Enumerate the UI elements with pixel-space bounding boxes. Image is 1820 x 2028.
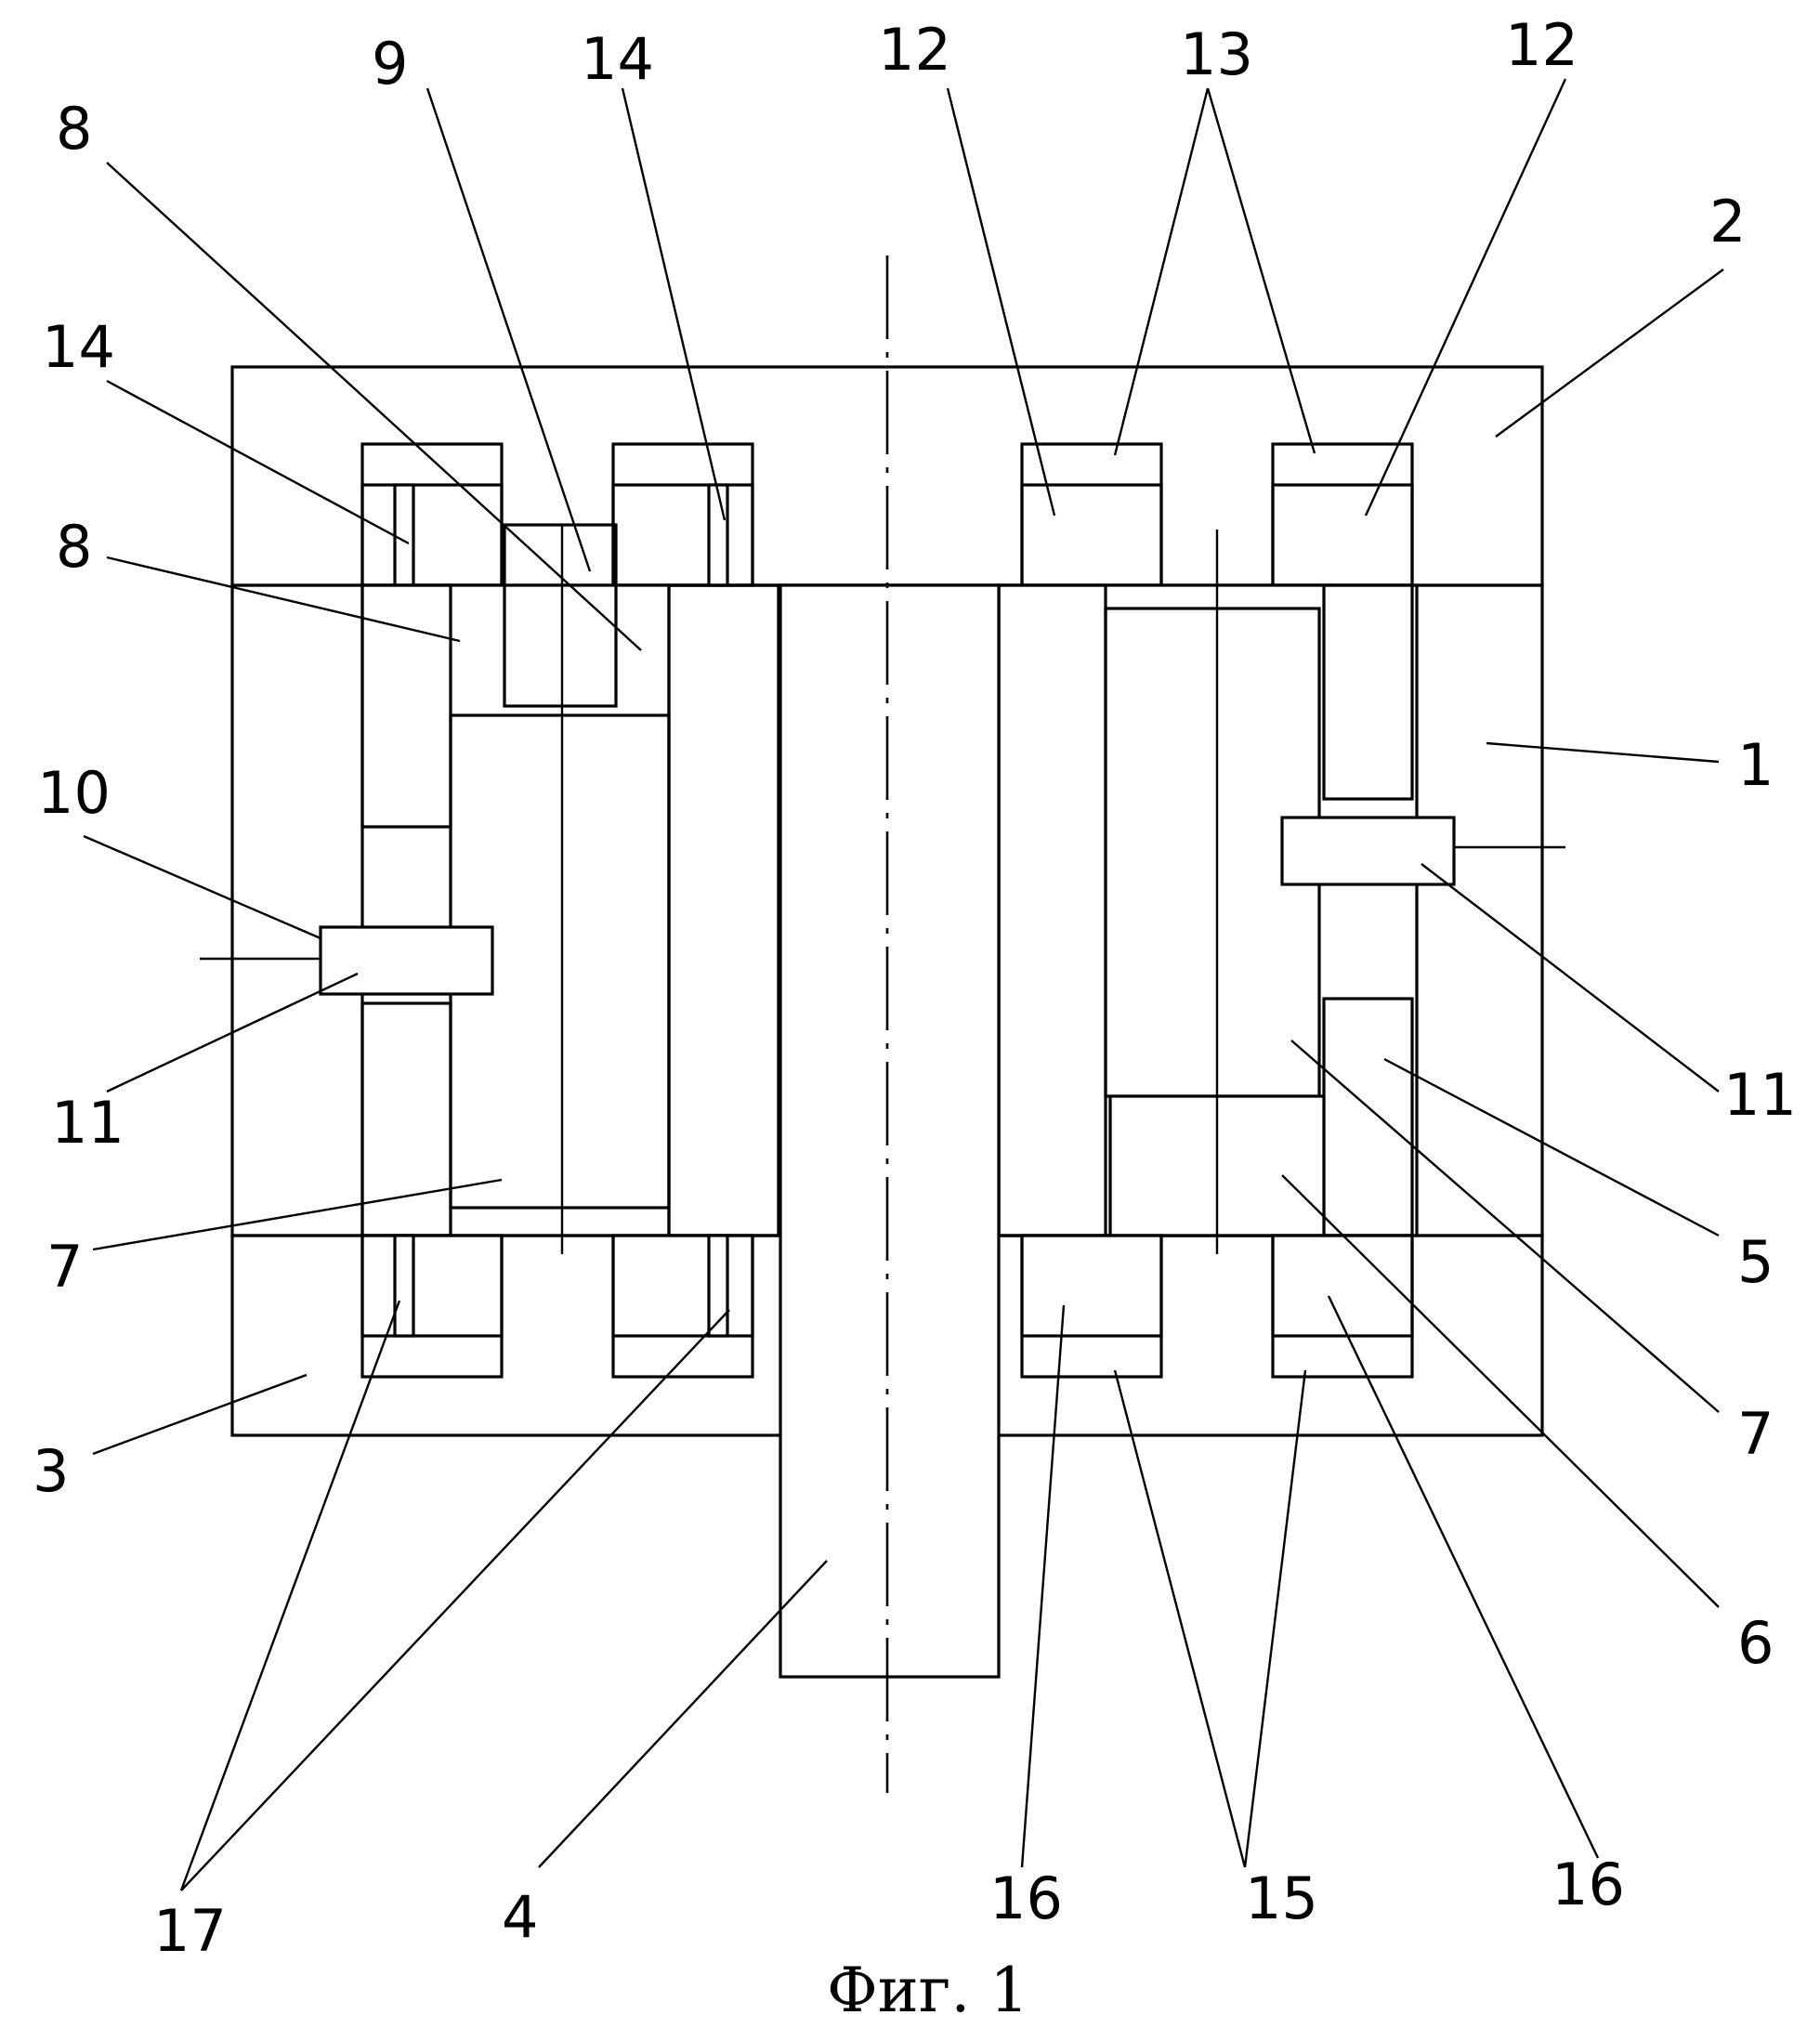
label-9: 9 [372,30,408,98]
label-14-top: 14 [581,25,654,93]
shaft [780,255,999,1793]
label-10: 10 [37,759,111,827]
label-8-left: 8 [56,513,92,581]
label-7-left: 7 [46,1233,83,1301]
label-8-top: 8 [56,95,92,163]
label-16-left: 16 [989,1864,1063,1932]
label-3: 3 [33,1437,69,1505]
label-4: 4 [502,1883,538,1951]
label-17: 17 [153,1897,227,1965]
figure-caption: Фиг. 1 [827,1955,1028,2026]
label-2: 2 [1709,188,1746,255]
label-11-right: 11 [1723,1061,1797,1129]
label-12-right: 12 [1505,11,1578,79]
label-13: 13 [1180,20,1253,88]
label-16-right: 16 [1552,1851,1625,1918]
label-1: 1 [1737,731,1774,799]
label-11-left: 11 [51,1089,124,1157]
label-7-right: 7 [1737,1400,1774,1468]
label-5: 5 [1737,1228,1774,1296]
label-12-left: 12 [878,16,951,84]
label-6: 6 [1737,1609,1774,1677]
label-15: 15 [1245,1864,1318,1932]
label-14-left: 14 [42,313,115,381]
